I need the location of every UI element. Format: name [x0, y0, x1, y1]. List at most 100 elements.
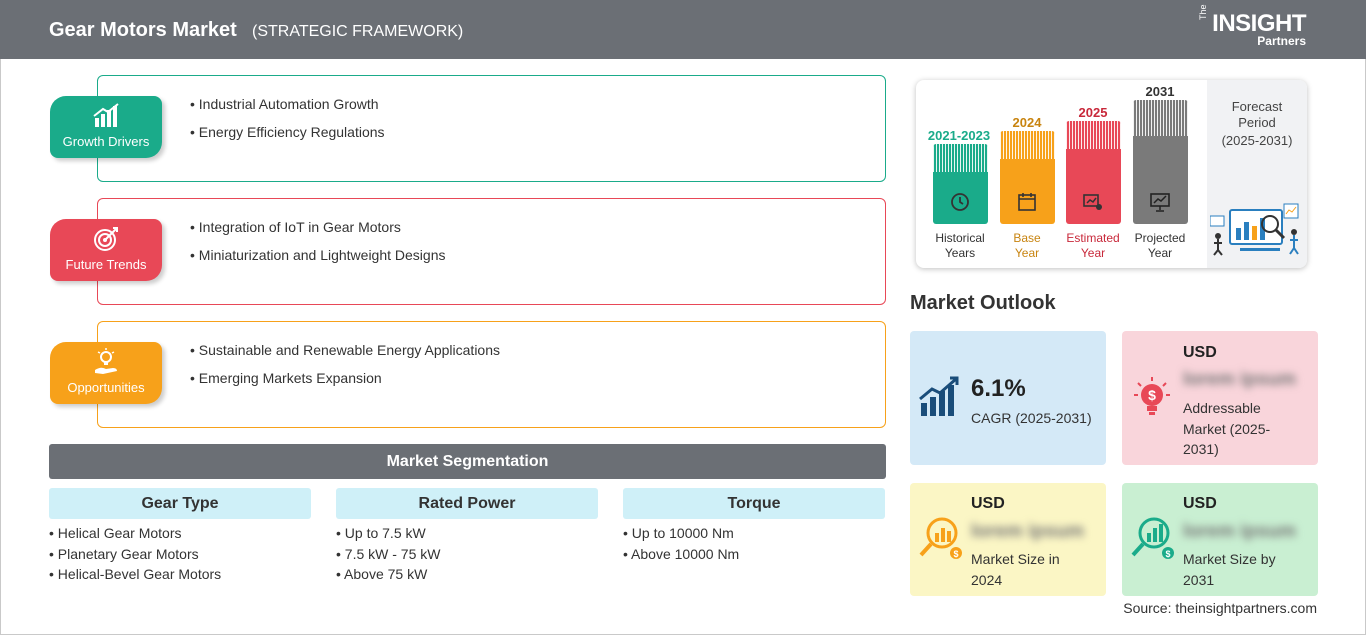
list-item: Sustainable and Renewable Energy Applica…	[190, 342, 500, 370]
logo-main-text: INSIGHT	[1212, 10, 1306, 37]
market-outlook-title: Market Outlook	[910, 292, 1056, 314]
list-item: Above 75 kW	[336, 566, 598, 587]
segment-torque: Torque Up to 10000 Nm Above 10000 Nm	[623, 488, 885, 566]
dollar-bulb-icon: $	[1130, 375, 1174, 426]
growth-drivers-list: Industrial Automation Growth Energy Effi…	[190, 96, 385, 152]
forecast-line: Period	[1238, 115, 1276, 130]
currency-label: USD	[1183, 344, 1217, 361]
opportunities-label: Opportunities	[67, 380, 145, 395]
desc-line: Market Size in	[971, 551, 1060, 567]
desc-line: 2024	[971, 571, 1003, 588]
projected-year-bar	[1133, 100, 1188, 224]
caption-line: Year	[1147, 246, 1173, 260]
list-item: Emerging Markets Expansion	[190, 370, 500, 398]
growth-chart-icon	[918, 375, 962, 424]
forecast-line: (2025-2031)	[1221, 133, 1293, 148]
cagr-card: 6.1% CAGR (2025-2031)	[910, 331, 1106, 465]
insight-partners-logo[interactable]: The INSIGHT Partners	[1198, 4, 1306, 48]
presentation-icon	[1148, 190, 1172, 214]
caption-line: Historical	[935, 231, 985, 245]
blurred-value: lorem ipsum	[1183, 521, 1296, 542]
list-item: Energy Efficiency Regulations	[190, 124, 385, 152]
caption-line: Estimated	[1066, 231, 1120, 245]
blurred-value: lorem ipsum	[971, 521, 1084, 542]
logo-partners-text: Partners	[1257, 34, 1306, 48]
market-segmentation-header: Market Segmentation	[49, 444, 886, 479]
list-item: Helical Gear Motors	[49, 525, 311, 546]
page-subtitle: (STRATEGIC FRAMEWORK)	[252, 23, 464, 40]
list-item: Integration of IoT in Gear Motors	[190, 219, 446, 247]
list-item: Planetary Gear Motors	[49, 546, 311, 567]
caption-line: Year	[1014, 246, 1040, 260]
market-size-2024-desc: Market Size in 2024	[971, 549, 1060, 590]
growth-drivers-badge: Growth Drivers	[50, 96, 162, 158]
caption-line: Projected	[1134, 231, 1186, 245]
estimate-chart-icon	[1081, 190, 1105, 214]
history-icon	[948, 190, 972, 214]
segment-heading: Torque	[623, 488, 885, 519]
market-size-2031-card: $ USD lorem ipsum Market Size by 2031	[1122, 483, 1318, 596]
desc-line: Addressable	[1183, 400, 1261, 416]
desc-line: 2031	[1183, 571, 1215, 588]
calendar-icon	[1015, 190, 1039, 214]
analytics-illustration-icon	[1209, 198, 1302, 261]
currency-label: USD	[1183, 495, 1217, 512]
market-size-2024-card: $ USD lorem ipsum Market Size in 2024	[910, 483, 1106, 596]
logo-the-text: The	[1198, 4, 1209, 20]
historical-bar	[933, 144, 988, 224]
base-year-bar	[1000, 131, 1055, 224]
market-size-2031-desc: Market Size by 2031	[1183, 549, 1276, 590]
source-credit: Source: theinsightpartners.com	[1123, 600, 1317, 616]
projected-year-label: 2031	[1145, 84, 1175, 99]
base-year-label: 2024	[1012, 115, 1042, 130]
list-item: Up to 7.5 kW	[336, 525, 598, 546]
svg-text:$: $	[953, 549, 958, 559]
segment-gear-type: Gear Type Helical Gear Motors Planetary …	[49, 488, 311, 587]
growth-drivers-label: Growth Drivers	[62, 134, 150, 149]
estimated-year-label: 2025	[1078, 105, 1108, 120]
target-icon	[50, 225, 162, 255]
desc-line: Market (2025-	[1183, 420, 1271, 437]
addressable-market-card: $ USD lorem ipsum Addressable Market (20…	[1122, 331, 1318, 465]
desc-line: 2031)	[1183, 441, 1219, 457]
segment-heading: Gear Type	[49, 488, 311, 519]
list-item: Up to 10000 Nm	[623, 525, 885, 546]
magnifier-growth-icon: $	[1130, 515, 1176, 566]
lightbulb-hand-icon	[50, 348, 162, 378]
svg-text:$: $	[1165, 549, 1170, 559]
future-trends-list: Integration of IoT in Gear Motors Miniat…	[190, 219, 446, 275]
future-trends-box: Integration of IoT in Gear Motors Miniat…	[97, 198, 886, 305]
addressable-market-desc: Addressable Market (2025- 2031)	[1183, 398, 1270, 460]
historical-caption: Historical Years	[920, 231, 1000, 261]
estimated-year-caption: Estimated Year	[1053, 231, 1133, 261]
segment-list: Up to 10000 Nm Above 10000 Nm	[623, 525, 885, 566]
forecast-period-label: Forecast Period (2025-2031)	[1207, 99, 1307, 149]
future-trends-label: Future Trends	[65, 257, 147, 272]
cagr-label: CAGR (2025-2031)	[971, 410, 1092, 426]
page-title: Gear Motors Market	[49, 19, 237, 41]
magnifier-chart-icon: $	[918, 515, 964, 566]
currency-label: USD	[971, 495, 1005, 512]
blurred-value: lorem ipsum	[1183, 369, 1296, 390]
list-item: Industrial Automation Growth	[190, 96, 385, 124]
list-item: Helical-Bevel Gear Motors	[49, 566, 311, 587]
forecast-line: Forecast	[1231, 99, 1283, 114]
segment-rated-power: Rated Power Up to 7.5 kW 7.5 kW - 75 kW …	[336, 488, 598, 587]
historical-year-label: 2021-2023	[927, 128, 991, 143]
bar-growth-icon	[50, 102, 162, 132]
caption-line: Year	[1080, 246, 1106, 260]
opportunities-badge: Opportunities	[50, 342, 162, 404]
projected-year-caption: Projected Year	[1120, 231, 1200, 261]
header-bar	[0, 0, 1366, 59]
segment-heading: Rated Power	[336, 488, 598, 519]
caption-line: Base	[1013, 231, 1041, 245]
desc-line: Market Size by	[1183, 551, 1276, 567]
opportunities-box: Sustainable and Renewable Energy Applica…	[97, 321, 886, 428]
segment-list: Helical Gear Motors Planetary Gear Motor…	[49, 525, 311, 587]
svg-text:$: $	[1148, 387, 1156, 403]
estimated-year-bar	[1066, 121, 1121, 224]
caption-line: Years	[944, 246, 976, 260]
cagr-value: 6.1%	[971, 375, 1026, 402]
growth-drivers-box: Industrial Automation Growth Energy Effi…	[97, 75, 886, 182]
future-trends-badge: Future Trends	[50, 219, 162, 281]
